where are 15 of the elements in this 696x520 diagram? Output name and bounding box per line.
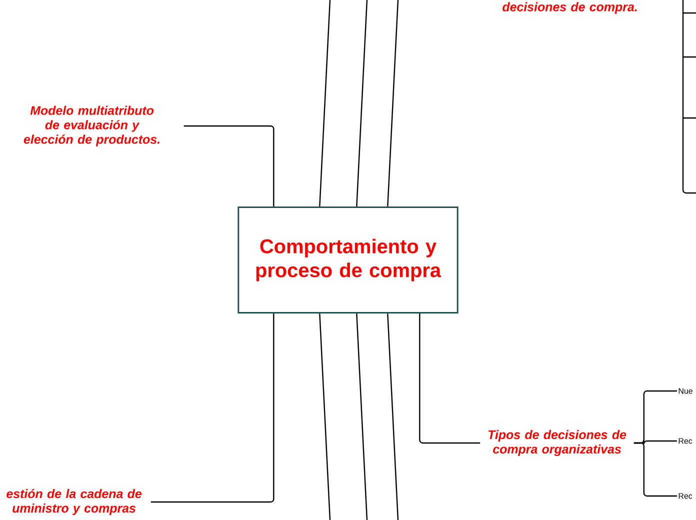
connector-line — [387, 314, 399, 520]
connector-line — [356, 0, 368, 206]
connector-line — [419, 314, 480, 444]
subtopic-label: estión de la cadena de uministro y compras — [6, 488, 142, 516]
subtopic-label: Tipos de decisiones de compra organizativas — [488, 430, 626, 456]
subtopic-label: Modelo multiatributo de evaluación y elección de productos. — [24, 106, 160, 146]
connector-line — [356, 314, 368, 520]
connector-line — [184, 125, 274, 206]
connector-line — [634, 442, 677, 497]
connector-line — [319, 314, 331, 520]
subtopic-label: decisiones de compra. — [502, 2, 637, 14]
connector-line — [319, 0, 331, 206]
topic-box: Comportamiento y proceso de compra — [238, 206, 458, 314]
connector-line — [150, 314, 274, 503]
connector-line — [387, 0, 399, 206]
